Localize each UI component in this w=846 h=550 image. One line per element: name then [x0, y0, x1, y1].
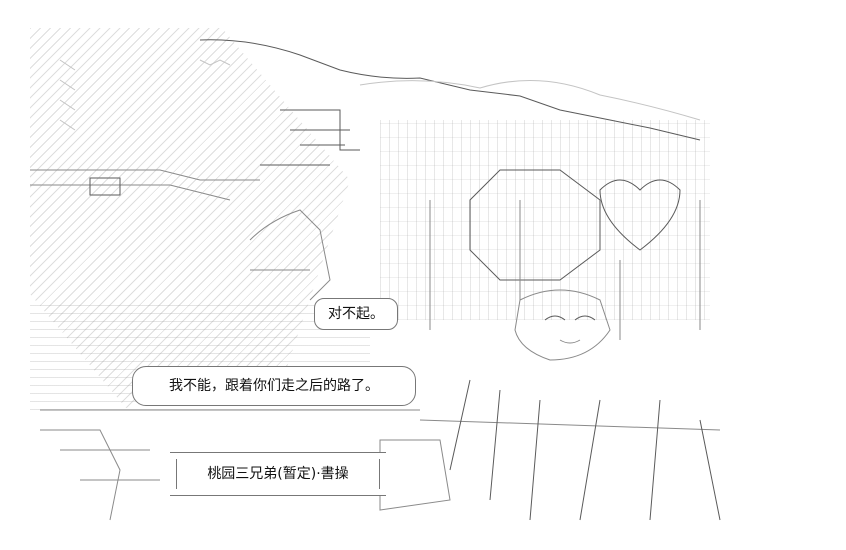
lower-left-figure — [40, 429, 160, 521]
lower-mid-structure — [379, 439, 451, 511]
heart-shape — [599, 179, 681, 251]
legs-right — [579, 399, 721, 521]
distant-ridge — [359, 79, 701, 121]
speech-bubble-apology: 对不起。 — [314, 298, 398, 330]
speech-bubble-farewell: 我不能，跟着你们走之后的路了。 — [132, 366, 416, 406]
hatched-ground-region — [380, 120, 710, 320]
farewell-text: 我不能，跟着你们走之后的路了。 — [169, 378, 379, 394]
figure-right-head — [469, 169, 601, 281]
scribble-marks — [59, 59, 231, 131]
legs-left — [449, 379, 541, 521]
apology-text: 对不起。 — [328, 306, 384, 322]
figure-right-face — [514, 289, 611, 361]
figure-left-body — [249, 209, 331, 301]
shed-roof — [89, 177, 121, 196]
ground-line — [40, 409, 721, 431]
caption-text: 桃园三兄弟(暂定)·書操 — [207, 466, 349, 482]
tower-structure — [260, 109, 360, 166]
mountain-outline — [199, 39, 701, 141]
caption-box: 桃园三兄弟(暂定)·書操 — [170, 452, 386, 496]
bridge-plank — [30, 169, 260, 201]
figure-right-eye — [544, 315, 596, 321]
figure-right-mouth — [559, 339, 581, 344]
